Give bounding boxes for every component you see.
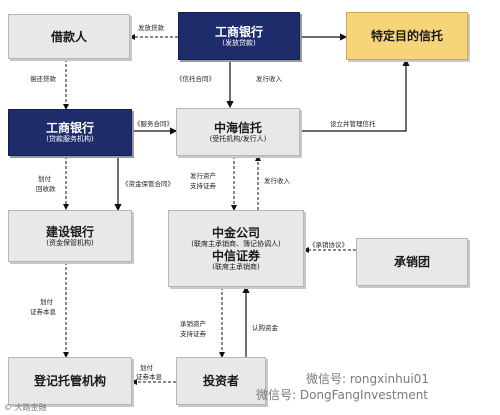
label-issue-proceeds-2: 发行收入 [264, 177, 290, 185]
node-zhonghai-sub: (受托机构/发行人) [209, 134, 267, 143]
node-syndicate: 承销团 [356, 238, 468, 286]
label-custody-contract: 《资金保管合同》 [122, 180, 174, 188]
node-citic-sub: (联席主承销商) [212, 262, 260, 271]
label-principal-interest: 证券本息 [30, 308, 56, 316]
node-icbc-lender-sub: (发放贷款) [222, 38, 256, 47]
watermark-wechat-1: 微信号: rongxinhui01 [306, 372, 429, 386]
node-cicc-title: 中金公司 [211, 225, 260, 240]
label-sell2: 支持证券 [180, 330, 206, 338]
node-ccb-sub: (资金保管机构) [46, 238, 94, 247]
node-trust: 特定目的信托 [346, 12, 468, 60]
label-principal-interest2: 证券本息 [136, 373, 162, 381]
label-repay: 偿还贷款 [30, 75, 56, 83]
node-investor-title: 投资者 [202, 374, 239, 388]
node-ccb: 建设银行 (资金保管机构) [8, 210, 132, 262]
label-issue-proceeds-1: 发行收入 [256, 75, 282, 83]
node-borrower-title: 借款人 [50, 29, 87, 44]
node-icbc-servicer-sub: (贷款服务机构) [46, 135, 94, 143]
node-syndicate-title: 承销团 [393, 255, 430, 269]
node-icbc-servicer-title: 工商银行 [45, 121, 94, 135]
watermark-wechat-2: 微信号: DongFangInvestment [256, 388, 429, 402]
label-pay-interest: 划付 [40, 298, 53, 306]
node-registrar: 登记托管机构 [8, 357, 132, 405]
node-icbc-lender-title: 工商银行 [214, 24, 263, 39]
node-citic-title: 中信证券 [211, 248, 260, 263]
label-sell: 承销资产 [180, 320, 206, 328]
node-cicc-sub: (联席主承销商、簿记协调人) [191, 239, 281, 248]
node-icbc-servicer: 工商银行 (贷款服务机构) [8, 109, 132, 156]
node-borrower: 借款人 [8, 14, 130, 59]
node-trust-title: 特定目的信托 [370, 29, 443, 43]
label-transfer: 划付 [38, 175, 51, 183]
label-loan: 发放贷款 [138, 24, 164, 32]
node-investor: 投资者 [176, 357, 266, 405]
label-underwriting: 《承销协议》 [309, 241, 348, 249]
label-collect: 回收款 [36, 185, 56, 193]
label-service-contract: 《服务合同》 [134, 120, 173, 128]
label-trust-contract: 《信托合同》 [176, 75, 215, 83]
node-ccb-title: 建设银行 [45, 224, 94, 239]
watermark-corner: © 大路金融 [4, 403, 47, 412]
label-issue-assets: 发行资产 [190, 172, 216, 180]
label-set-trust: 设立并管理信托 [330, 120, 376, 128]
node-zhonghai: 中海信托 (受托机构/发行人) [176, 108, 300, 156]
label-subscribe: 认购资金 [252, 324, 278, 332]
node-zhonghai-title: 中海信托 [213, 120, 262, 135]
edge-set-trust [300, 58, 410, 132]
node-underwriters: 中金公司 (联席主承销商、簿记协调人) 中信证券 (联席主承销商) [168, 210, 304, 287]
label-pay2: 划付 [140, 364, 153, 372]
label-support-securities: 支持证券 [190, 182, 216, 190]
node-registrar-title: 登记托管机构 [33, 374, 106, 388]
node-icbc-lender: 工商银行 (发放贷款) [178, 12, 300, 60]
